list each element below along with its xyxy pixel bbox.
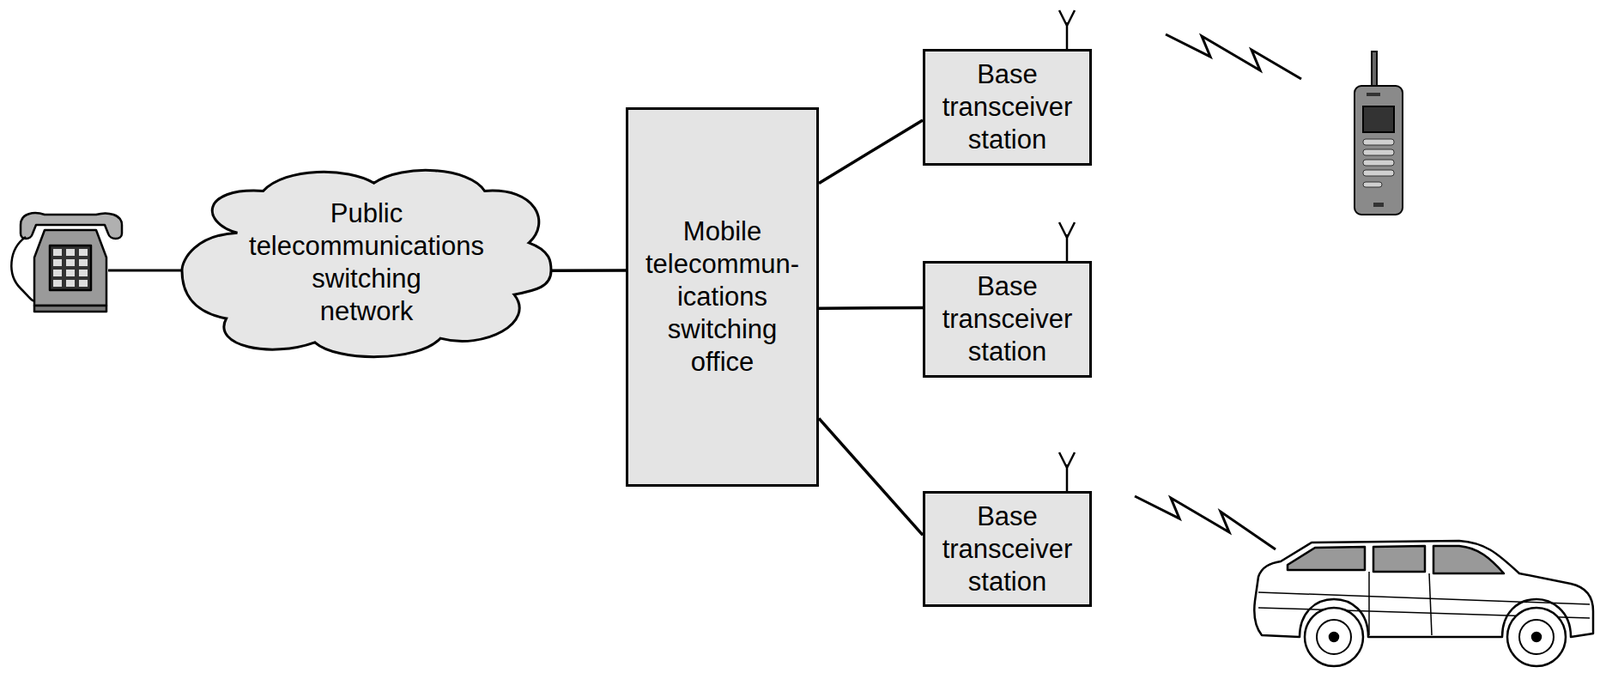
base-station-box: Base transceiver station: [922, 490, 1092, 607]
mobile-handset: [1354, 51, 1403, 215]
radio-link: [1134, 496, 1276, 550]
car-axle: [1532, 632, 1541, 642]
car-hub: [1316, 619, 1352, 655]
keypad-key: [53, 248, 62, 256]
car-window: [1373, 545, 1425, 572]
node-label: Base transceiver station: [925, 500, 1090, 599]
phone-line: [108, 269, 184, 273]
keypad-key: [53, 279, 62, 287]
handset-key: [1363, 169, 1394, 176]
car-axle: [1329, 632, 1339, 642]
antenna: [1059, 222, 1075, 261]
phone-handset: [20, 212, 122, 239]
handset-speaker: [1366, 92, 1381, 97]
keypad-key: [66, 259, 75, 267]
handset-key: [1363, 159, 1394, 166]
car-wheel: [1507, 607, 1566, 667]
cloud-outline: [181, 163, 552, 363]
car-hub: [1519, 619, 1554, 655]
node-label: Base transceiver station: [925, 58, 1090, 157]
keypad-key: [53, 269, 62, 277]
car-door-line: [1368, 571, 1370, 636]
phone-base: [34, 305, 107, 312]
connector-line: [818, 306, 923, 310]
network-cloud: Public telecommunications switching netw…: [181, 163, 552, 363]
connector-line: [818, 120, 923, 183]
handset-key: [1363, 149, 1394, 156]
base-station-box: Base transceiver station: [922, 48, 1092, 166]
car-door-line: [1429, 573, 1432, 636]
keypad-key: [78, 248, 88, 256]
keypad-key: [66, 269, 75, 277]
keypad-key: [78, 269, 88, 277]
keypad-key: [78, 279, 88, 287]
keypad-key: [53, 259, 62, 267]
desk-telephone: [11, 212, 122, 312]
car-wheel: [1304, 607, 1364, 667]
handset-mic: [1373, 202, 1384, 207]
radio-link: [1165, 34, 1302, 79]
car-window: [1433, 545, 1504, 574]
phone-body: [34, 230, 107, 306]
handset-key: [1363, 181, 1382, 188]
antenna: [1059, 452, 1075, 491]
base-station-box: Base transceiver station: [922, 260, 1092, 378]
connector-line: [551, 268, 626, 273]
car: [1254, 540, 1594, 667]
connector-line: [818, 418, 923, 535]
handset-body: [1354, 85, 1403, 215]
car-window: [1287, 546, 1365, 570]
cloud-shape: [181, 169, 552, 357]
keypad-key: [66, 248, 75, 256]
phone-cord: [11, 236, 35, 301]
handset-screen: [1363, 106, 1394, 133]
phone-keypad: [49, 245, 91, 291]
keypad-key: [78, 259, 88, 267]
switching-office-box: Mobile telecommun- ications switching of…: [625, 107, 819, 487]
node-label: Mobile telecommun- ications switching of…: [628, 215, 817, 379]
node-label: Public telecommunications switching netw…: [181, 197, 552, 328]
keypad-key: [66, 279, 75, 287]
handset-antenna: [1371, 51, 1377, 90]
handset-key: [1363, 139, 1394, 146]
node-label: Base transceiver station: [925, 270, 1090, 369]
car-trim: [1258, 592, 1590, 605]
antenna: [1059, 10, 1075, 49]
